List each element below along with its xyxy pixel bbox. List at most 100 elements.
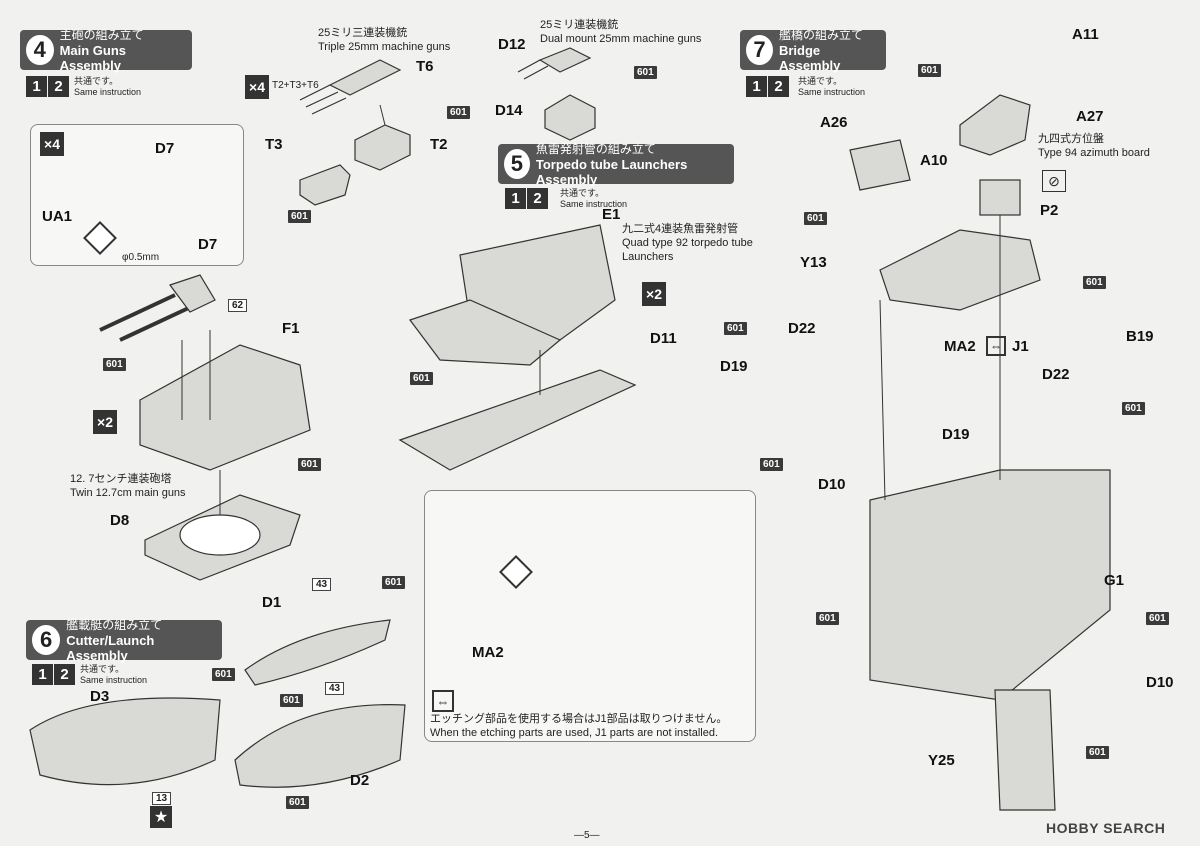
code-601: 601 bbox=[288, 210, 311, 223]
watermark-logo: HOBBY SEARCH bbox=[1046, 820, 1166, 836]
stage-1-icon: 1 bbox=[26, 76, 47, 97]
code-43: 43 bbox=[312, 578, 332, 591]
part-label-d11: D11 bbox=[650, 330, 677, 347]
page-number: —5— bbox=[574, 830, 600, 841]
stage-2-icon: 2 bbox=[527, 188, 548, 209]
same-instruction-7: 共通です。Same instruction bbox=[798, 76, 866, 97]
t3-part bbox=[299, 164, 351, 206]
code-601: 601 bbox=[286, 796, 309, 809]
star-icon: ★ bbox=[150, 806, 172, 828]
code-601: 601 bbox=[804, 212, 827, 225]
section-number: 4 bbox=[26, 35, 54, 65]
stage-2-icon: 2 bbox=[54, 664, 75, 685]
section-title-jp: 艦橋の組み立て bbox=[778, 27, 863, 42]
formula: T2+T3+T6 bbox=[272, 80, 319, 91]
part-label-d7-b: D7 bbox=[198, 236, 218, 253]
part-label-t2: T2 bbox=[430, 136, 448, 153]
part-label-f1: F1 bbox=[282, 320, 300, 337]
part-label-d7: D7 bbox=[155, 140, 175, 157]
code-601: 601 bbox=[1086, 746, 1109, 759]
part-label-t6: T6 bbox=[416, 58, 434, 75]
part-label-a26: A26 bbox=[820, 114, 848, 131]
stage-pair-6: 1 2 bbox=[32, 664, 76, 685]
part-label-y25: Y25 bbox=[928, 752, 955, 769]
d1-cover bbox=[244, 619, 391, 686]
code-62: 62 bbox=[228, 299, 248, 312]
p2-part bbox=[979, 179, 1021, 216]
part-label-d10-a: D10 bbox=[818, 476, 846, 493]
part-label-j1: J1 bbox=[1012, 338, 1029, 355]
multiplier-x2: ×2 bbox=[642, 282, 666, 306]
part-label-d2: D2 bbox=[350, 772, 370, 789]
section-number: 6 bbox=[32, 625, 61, 655]
section-title-jp: 魚雷発射管の組み立て bbox=[535, 141, 656, 156]
section-title-en: Torpedo tube Launchers Assembly bbox=[535, 156, 688, 187]
d14-mount bbox=[544, 94, 596, 141]
part-label-d12: D12 bbox=[498, 36, 526, 53]
a27-director bbox=[959, 94, 1031, 156]
code-601: 601 bbox=[760, 458, 783, 471]
same-instruction-6: 共通です。Same instruction bbox=[80, 664, 148, 685]
y13-deck bbox=[879, 229, 1041, 311]
stage-pair-5: 1 2 bbox=[505, 188, 549, 209]
section-title-en: Main Guns Assembly bbox=[59, 42, 127, 73]
stage-pair-4: 1 2 bbox=[26, 76, 70, 97]
section-title-en: Bridge Assembly bbox=[778, 42, 841, 73]
stage-1-icon: 1 bbox=[746, 76, 767, 97]
part-label-g1: G1 bbox=[1104, 572, 1125, 589]
multiplier-x4: ×4 bbox=[245, 75, 269, 99]
swap-arrows-icon: ⇔ bbox=[432, 690, 454, 712]
code-13: 13 bbox=[152, 792, 172, 805]
part-label-d22-a: D22 bbox=[788, 320, 816, 337]
section-6-header: 6 艦載艇の組み立て Cutter/Launch Assembly bbox=[26, 617, 222, 663]
section-title-jp: 艦載艇の組み立て bbox=[66, 617, 163, 632]
code-601: 601 bbox=[1146, 612, 1169, 625]
drill-size: φ0.5mm bbox=[122, 252, 160, 263]
code-601: 601 bbox=[280, 694, 303, 707]
code-601: 601 bbox=[918, 64, 941, 77]
part-label-a11: A11 bbox=[1072, 26, 1099, 43]
bridge-hull bbox=[869, 469, 1111, 701]
code-601: 601 bbox=[724, 322, 747, 335]
drill-inset bbox=[30, 124, 244, 266]
part-label-d10-b: D10 bbox=[1146, 674, 1174, 691]
part-label-d22-b: D22 bbox=[1042, 366, 1070, 383]
t2-mount bbox=[354, 124, 411, 171]
code-601: 601 bbox=[447, 106, 470, 119]
etching-inset bbox=[424, 490, 756, 742]
multiplier-x4: ×4 bbox=[40, 132, 64, 156]
section-title-en: Cutter/Launch Assembly bbox=[66, 632, 155, 663]
section-number: 5 bbox=[504, 149, 530, 179]
part-label-ua1: UA1 bbox=[42, 208, 73, 225]
stage-pair-7: 1 2 bbox=[746, 76, 790, 97]
part-label-t3: T3 bbox=[265, 136, 283, 153]
d11-tubes bbox=[398, 369, 637, 471]
no-glue-icon: ⊘ bbox=[1042, 170, 1066, 192]
stage-1-icon: 1 bbox=[505, 188, 526, 209]
code-601: 601 bbox=[816, 612, 839, 625]
code-601: 601 bbox=[1122, 402, 1145, 415]
swap-arrows-icon: ⇔ bbox=[986, 336, 1006, 356]
part-label-a27: A27 bbox=[1076, 108, 1104, 125]
same-instruction-5: 共通です。Same instruction bbox=[560, 188, 628, 209]
triple-gun-body bbox=[328, 59, 402, 96]
part-label-e1: E1 bbox=[602, 206, 621, 223]
stage-2-icon: 2 bbox=[768, 76, 789, 97]
section-title-jp: 主砲の組み立て bbox=[59, 27, 144, 42]
same-instruction-4: 共通です。Same instruction bbox=[74, 76, 142, 97]
part-label-d14: D14 bbox=[495, 102, 523, 119]
code-601: 601 bbox=[212, 668, 235, 681]
part-label-b19: B19 bbox=[1126, 328, 1154, 345]
d3-boat bbox=[29, 697, 221, 786]
part-label-ma2-j1: MA2 bbox=[944, 338, 976, 355]
y25-part bbox=[994, 689, 1056, 811]
section-4-header: 4 主砲の組み立て Main Guns Assembly bbox=[20, 27, 192, 73]
part-label-p2: P2 bbox=[1040, 202, 1059, 219]
section-number: 7 bbox=[746, 35, 773, 65]
part-label-d8: D8 bbox=[110, 512, 130, 529]
part-label-d19-a: D19 bbox=[720, 358, 748, 375]
part-label-d1: D1 bbox=[262, 594, 282, 611]
